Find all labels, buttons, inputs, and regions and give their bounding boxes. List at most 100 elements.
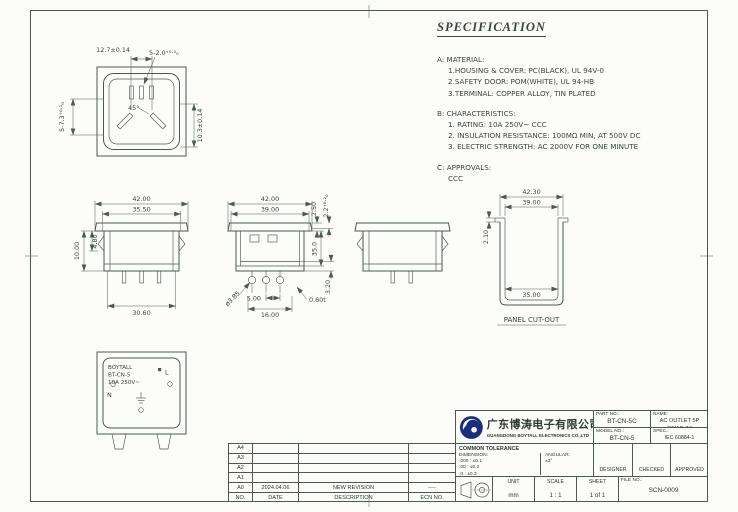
part-no-cell: PART NO.: BT-CN-5C <box>593 410 650 427</box>
live-terminal-label: L <box>165 369 169 377</box>
panel-cutout-view: 42.30 39.00 2.10 35.00 PANEL CUT-OUT <box>482 188 569 326</box>
third-angle-projection-icon <box>460 481 491 498</box>
dim-elev-tab: 4.80 <box>91 234 99 248</box>
sheet-label: SHEET <box>588 479 607 485</box>
back-view: BOYTALL BT-CN-5 10A 250V~ L N <box>96 351 187 450</box>
company-logo <box>459 415 483 439</box>
live-marker-dot <box>158 368 162 372</box>
angular-tolerance-label: ANGULAR: <box>545 453 571 458</box>
dim-sect-inner-width: 39.00 <box>261 206 279 214</box>
unit-label: UNIT <box>507 479 520 485</box>
slot-live-angled <box>116 112 134 130</box>
spec-material-item: 2.SAFETY DOOR: POM(WHITE), UL 94-HB <box>448 77 595 87</box>
rev-no: A0 <box>228 482 252 493</box>
safety-door-section <box>267 234 278 243</box>
dim-sect-floor: 3.20 <box>324 280 332 294</box>
terminal-pin <box>390 270 395 284</box>
dim-face-height: 10.3±0.14 <box>196 109 204 143</box>
model-no-value: BT-CN-5 <box>609 435 635 442</box>
file-no-cell: FILE NO.: SCN-0009 <box>618 476 708 502</box>
safety-door-section <box>249 234 260 243</box>
dim-sect-depth: 35.0 <box>311 242 319 256</box>
file-no-value: SCN-0009 <box>648 487 679 494</box>
dim-elev-body-width: 35.50 <box>132 206 150 214</box>
specification-block: SPECIFICATION A: MATERIAL: 1.HOUSING & C… <box>437 16 707 184</box>
dim-cutout-width: 42.30 <box>522 188 540 196</box>
neutral-terminal-label: N <box>107 391 112 399</box>
model-no-label: MODEL NO.: <box>596 429 625 434</box>
spec-characteristics-item: 3. ELECTRIC STRENGTH: AC 2000V FOR ONE M… <box>448 142 639 152</box>
snap-leg-right <box>156 433 172 450</box>
spec-std-label: SPEC.: <box>653 429 669 434</box>
name-value-line1: AC OUTLET 5P <box>659 418 700 424</box>
dim-slot-length: 5-7.3⁺⁰·¹₀ <box>58 102 66 132</box>
dim-sect-panel: 2.2⁺⁰·²₀ <box>322 194 330 218</box>
rev-ecn: ---- <box>408 482 455 493</box>
snap-tab-right <box>441 235 449 252</box>
dim-slot-pitch: 12.7±0.14 <box>96 46 130 54</box>
rev-no: A4 <box>228 443 252 453</box>
scale-cell: SCALE 1 : 1 <box>534 476 576 502</box>
name-value-line2: (SNAP-IN) <box>651 426 708 428</box>
rev-date <box>252 443 298 453</box>
snap-tab-left <box>356 235 364 252</box>
part-no-label: PART NO.: <box>596 412 620 417</box>
sheet-frame <box>25 5 713 507</box>
terminal-pin <box>408 270 413 284</box>
front-view: 45° 12.7±0.14 5-2.0⁺⁰·⁵₀ 5-7.3⁺⁰·¹₀ 10.3… <box>58 46 204 157</box>
rev-ecn <box>408 443 455 453</box>
spec-characteristics-item: 1. RATING: 10A 250V~ CCC <box>448 120 547 130</box>
sheet-cell: SHEET 1 of 1 <box>576 476 618 502</box>
rev-no: A3 <box>228 452 252 463</box>
dim-sect-flange: 2.50 <box>310 202 318 216</box>
name-cell: NAME: AC OUTLET 5P (SNAP-IN) <box>650 410 708 427</box>
dim-cutout-lip: 2.10 <box>482 230 490 244</box>
rev-header-ecn: ECN NO. <box>408 492 455 502</box>
checked-cell: CHECKED <box>632 443 670 476</box>
spec-material-item: 1.HOUSING & COVER: PC(BLACK), UL 94V-0 <box>448 66 604 76</box>
dim-elev-depth: 10.00 <box>73 242 81 260</box>
spec-material-label: A: MATERIAL: <box>437 55 485 64</box>
tolerance-cell: COMMON TOLERANCE DIMENSION: .000 : ±0.1 … <box>455 443 593 476</box>
rev-date <box>252 462 298 473</box>
snap-tab-left <box>97 235 105 252</box>
rev-ecn <box>408 462 455 473</box>
rev-no: A2 <box>228 462 252 473</box>
slot-neutral-angled <box>149 112 167 130</box>
elevation-view: 42.00 35.50 10.00 4.80 30.60 <box>73 195 189 317</box>
terminal-pin <box>156 270 162 284</box>
pin-section <box>262 276 270 284</box>
name-label: NAME: <box>653 412 669 417</box>
scale-value: 1 : 1 <box>549 492 562 499</box>
company-cell: 广东博涛电子有限公司 GUANGDONG BOYTALL ELECTRONICS… <box>455 410 593 443</box>
dim-cutout-inner-width: 39.00 <box>522 199 540 207</box>
tolerance-row: .00 : ±0.2 <box>459 465 480 471</box>
rev-ecn <box>408 472 455 483</box>
company-name-cn: 广东博涛电子有限公司 <box>486 418 593 431</box>
terminal-pin <box>121 270 127 284</box>
terminal-screw <box>110 381 116 387</box>
designer-label: DESIGNER <box>599 467 627 473</box>
file-no-label: FILE NO.: <box>621 478 643 483</box>
snap-tab-right <box>178 235 186 252</box>
terminal-screw <box>138 407 144 413</box>
panel-cutout-label: PANEL CUT-OUT <box>504 316 560 324</box>
sheet-value: 1 of 1 <box>589 492 606 499</box>
spec-approvals-item: CCC <box>448 173 464 183</box>
model-no-cell: MODEL NO.: BT-CN-5 <box>593 427 650 443</box>
rev-header-date: DATE <box>252 492 298 502</box>
dim-elev-foot-span: 30.60 <box>132 309 150 317</box>
dim-sect-pin-pitch: 5.00 <box>247 295 261 303</box>
back-brand-label: BOYTALL <box>108 365 133 371</box>
unit-value: mm <box>508 492 519 499</box>
specification-title: SPECIFICATION <box>437 20 546 37</box>
rev-date <box>252 452 298 463</box>
dim-angle-45: 45° <box>128 104 139 112</box>
slot-earth <box>129 85 134 100</box>
rev-desc <box>298 472 408 483</box>
tolerance-row: .0 : ±0.3 <box>459 471 477 476</box>
spec-characteristics-item: 2. INSULATION RESISTANCE: 100MΩ MIN, AT … <box>448 131 641 141</box>
pin-section <box>276 276 284 284</box>
